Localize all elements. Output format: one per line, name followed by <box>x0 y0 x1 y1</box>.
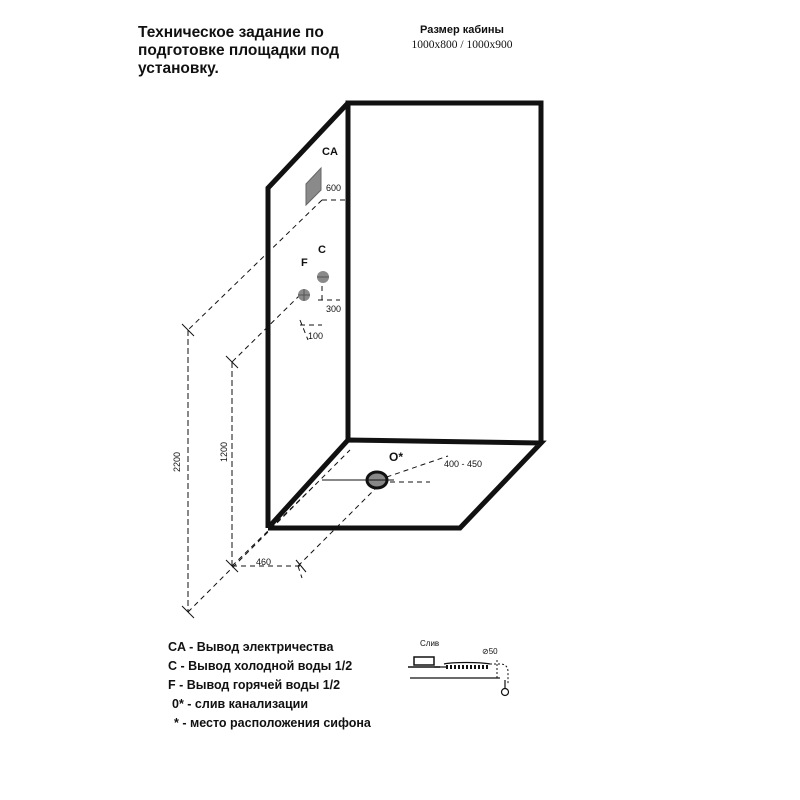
electric-outlet-icon <box>305 166 322 207</box>
dim-460: 460 <box>256 557 271 567</box>
legend-item-siphon: * - место расположения сифона <box>174 716 371 730</box>
legend-item-c: C - Вывод холодной воды 1/2 <box>168 659 353 673</box>
dim-300: 300 <box>326 304 341 314</box>
dashed-guides <box>187 199 449 613</box>
label-c: C <box>318 244 326 256</box>
dim-600: 600 <box>326 183 341 193</box>
label-drain: O* <box>389 450 403 464</box>
back-wall-outline <box>345 100 544 443</box>
dim-100: 100 <box>308 331 323 341</box>
dimension-lines <box>187 330 233 612</box>
dim-400-450: 400 - 450 <box>444 459 482 469</box>
siphon-diameter: ⊘50 <box>482 647 498 656</box>
dim-2200: 2200 <box>172 452 182 472</box>
document-title: Техническое задание по подготовке площад… <box>138 24 378 78</box>
siphon-body <box>413 656 435 666</box>
label-ca: CA <box>322 146 338 158</box>
cabin-outline <box>265 100 547 531</box>
dim-1200: 1200 <box>219 442 229 462</box>
label-f: F <box>301 257 308 269</box>
left-wall-outline <box>265 101 350 528</box>
legend-item-f: F - Вывод горячей воды 1/2 <box>168 678 341 692</box>
title-line-1: Техническое задание по <box>138 24 324 41</box>
siphon-label: Слив <box>420 639 439 648</box>
legend-item-drain: 0* - слив канализации <box>172 697 309 711</box>
siphon-sketch: Слив ⊘50 <box>408 639 510 697</box>
title-line-2: подготовке площадки под <box>138 42 340 59</box>
cabin-size-label: Размер кабины <box>420 24 504 36</box>
cabin-size-block: Размер кабины 1000x800 / 1000x900 <box>392 24 532 51</box>
title-line-3: установку. <box>138 60 219 77</box>
legend-item-ca: CA - Вывод электричества <box>168 640 334 654</box>
floor-outline <box>266 437 547 531</box>
legend: CA - Вывод электричества C - Вывод холод… <box>168 638 371 733</box>
dimension-ticks <box>181 323 307 619</box>
cabin-size-value: 1000x800 / 1000x900 <box>411 39 513 51</box>
siphon-outlet-circle <box>500 687 510 697</box>
